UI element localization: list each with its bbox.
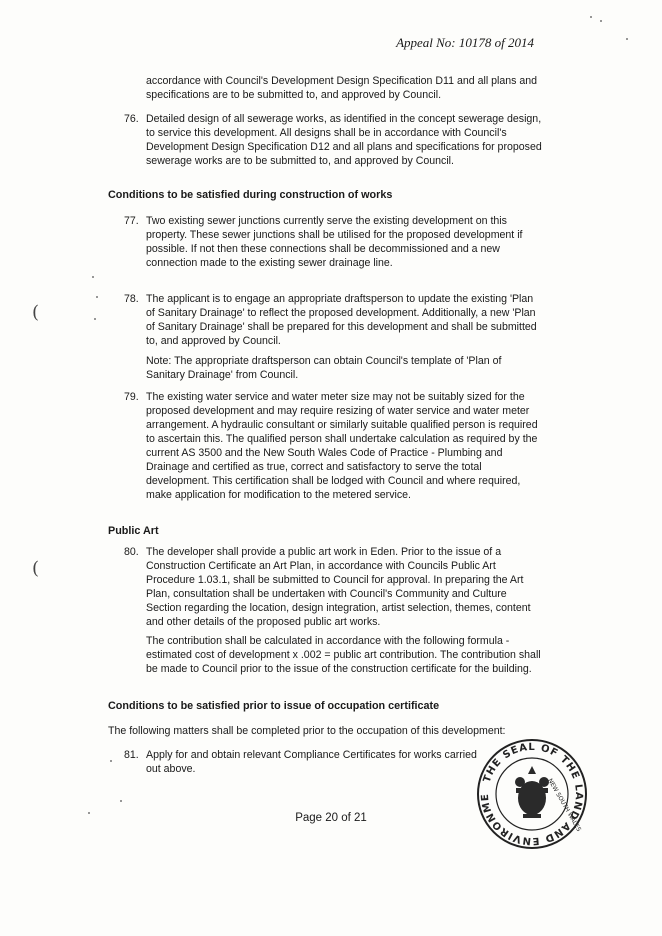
scan-speck xyxy=(92,276,94,278)
punch-hole-mark: ( xyxy=(32,558,40,579)
court-seal-stamp: THE SEAL OF THE LAND AND ENVIRONMENT COU… xyxy=(476,738,587,849)
condition-text: Detailed design of all sewerage works, a… xyxy=(146,113,542,167)
condition-number: 80. xyxy=(124,546,139,558)
condition-78-note: Note: The appropriate draftsperson can o… xyxy=(146,355,502,381)
punch-hole-mark: ( xyxy=(32,302,40,323)
scan-speck xyxy=(590,16,592,18)
condition-77: 77. Two existing sewer junctions current… xyxy=(124,214,544,270)
condition-text: Two existing sewer junctions currently s… xyxy=(146,215,523,269)
section-heading-construction: Conditions to be satisfied during constr… xyxy=(108,189,393,201)
scan-speck xyxy=(94,318,96,320)
scan-speck xyxy=(88,812,90,814)
condition-number: 76. xyxy=(124,113,139,125)
condition-number: 81. xyxy=(124,749,139,761)
condition-80: 80. The developer shall provide a public… xyxy=(124,545,544,629)
continued-paragraph: accordance with Council's Development De… xyxy=(146,75,538,101)
contribution-paragraph: The contribution shall be calculated in … xyxy=(146,635,541,675)
condition-number: 79. xyxy=(124,391,139,403)
condition-number: 77. xyxy=(124,215,139,227)
condition-text: The developer shall provide a public art… xyxy=(146,546,531,628)
scan-speck xyxy=(96,296,98,298)
appeal-number-header: Appeal No: 10178 of 2014 xyxy=(396,35,534,50)
condition-text: The applicant is to engage an appropriat… xyxy=(146,293,537,347)
condition-79: 79. The existing water service and water… xyxy=(124,390,544,502)
section-heading-occupation: Conditions to be satisfied prior to issu… xyxy=(108,700,440,712)
scan-speck xyxy=(110,760,112,762)
condition-81: 81. Apply for and obtain relevant Compli… xyxy=(124,748,484,776)
condition-78: 78. The applicant is to engage an approp… xyxy=(124,292,544,348)
scan-speck xyxy=(600,20,602,22)
page-number: Page 20 of 21 xyxy=(295,812,367,824)
occupation-intro: The following matters shall be completed… xyxy=(108,725,506,737)
section-heading-public-art: Public Art xyxy=(108,525,159,537)
scan-speck xyxy=(120,800,122,802)
scan-speck xyxy=(626,38,628,40)
condition-number: 78. xyxy=(124,293,139,305)
condition-text: Apply for and obtain relevant Compliance… xyxy=(146,749,477,775)
condition-76: 76. Detailed design of all sewerage work… xyxy=(124,112,544,168)
condition-text: The existing water service and water met… xyxy=(146,391,538,501)
